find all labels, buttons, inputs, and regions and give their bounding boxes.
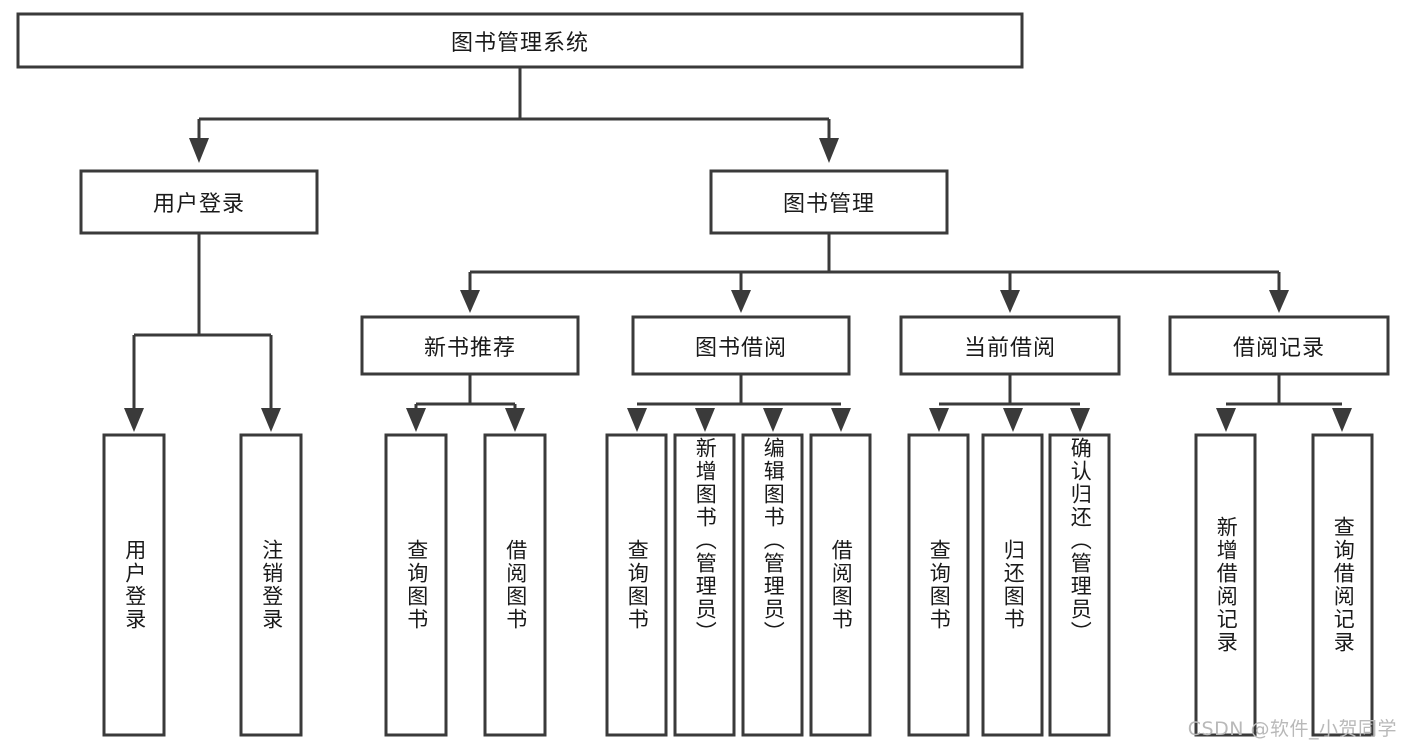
arrow-head-leaf-cur-query-book xyxy=(929,408,949,432)
node-current-borrow[interactable] xyxy=(899,315,1121,376)
node-leaf-confirm-return-admin[interactable] xyxy=(1048,433,1111,737)
arrow-head-leaf-rec-borrow-book xyxy=(505,408,525,432)
arrow-head-book-manage xyxy=(819,138,839,163)
node-leaf-cur-query-book[interactable] xyxy=(907,433,970,737)
node-leaf-rec-query-book[interactable] xyxy=(384,433,448,737)
arrow-head-leaf-rec-query-book xyxy=(406,408,426,432)
arrow-head-leaf-confirm-return-admin xyxy=(1070,408,1090,432)
arrow-head-leaf-user-login xyxy=(124,408,144,432)
node-leaf-user-logout[interactable] xyxy=(239,433,303,737)
node-leaf-query-borrow-record[interactable] xyxy=(1311,433,1374,737)
node-new-book-rec[interactable] xyxy=(360,315,580,376)
arrow-head-leaf-edit-book-admin xyxy=(763,408,783,432)
node-root[interactable] xyxy=(16,12,1024,69)
arrow-head-new-book-rec xyxy=(460,290,480,313)
node-user-login[interactable] xyxy=(79,169,319,235)
connector-layer xyxy=(124,67,1352,432)
arrow-head-leaf-add-book-admin xyxy=(695,408,715,432)
arrow-head-leaf-query-borrow-record xyxy=(1332,408,1352,432)
arrow-head-leaf-add-borrow-record xyxy=(1216,408,1236,432)
node-leaf-return-book[interactable] xyxy=(981,433,1044,737)
arrow-head-borrow-record xyxy=(1269,290,1289,313)
arrow-head-book-borrow xyxy=(731,290,751,313)
arrow-head-leaf-return-book xyxy=(1003,408,1023,432)
arrow-head-current-borrow xyxy=(1000,290,1020,313)
node-leaf-borrow-query-book[interactable] xyxy=(605,433,668,737)
node-leaf-rec-borrow-book[interactable] xyxy=(483,433,547,737)
arrow-head-user-login xyxy=(189,138,209,163)
node-book-manage[interactable] xyxy=(709,169,949,235)
node-leaf-add-book-admin[interactable] xyxy=(673,433,736,737)
node-leaf-user-login[interactable] xyxy=(102,433,166,737)
node-borrow-record[interactable] xyxy=(1168,315,1390,376)
arrow-head-leaf-borrow-book xyxy=(831,408,851,432)
arrow-head-leaf-borrow-query-book xyxy=(627,408,647,432)
watermark-text: CSDN @软件_小贺同学 xyxy=(1187,718,1397,740)
node-leaf-edit-book-admin[interactable] xyxy=(741,433,804,737)
node-book-borrow[interactable] xyxy=(631,315,851,376)
node-leaf-add-borrow-record[interactable] xyxy=(1194,433,1257,737)
node-box-layer xyxy=(16,12,1390,737)
node-leaf-borrow-book[interactable] xyxy=(809,433,872,737)
arrow-head-leaf-user-logout xyxy=(261,408,281,432)
